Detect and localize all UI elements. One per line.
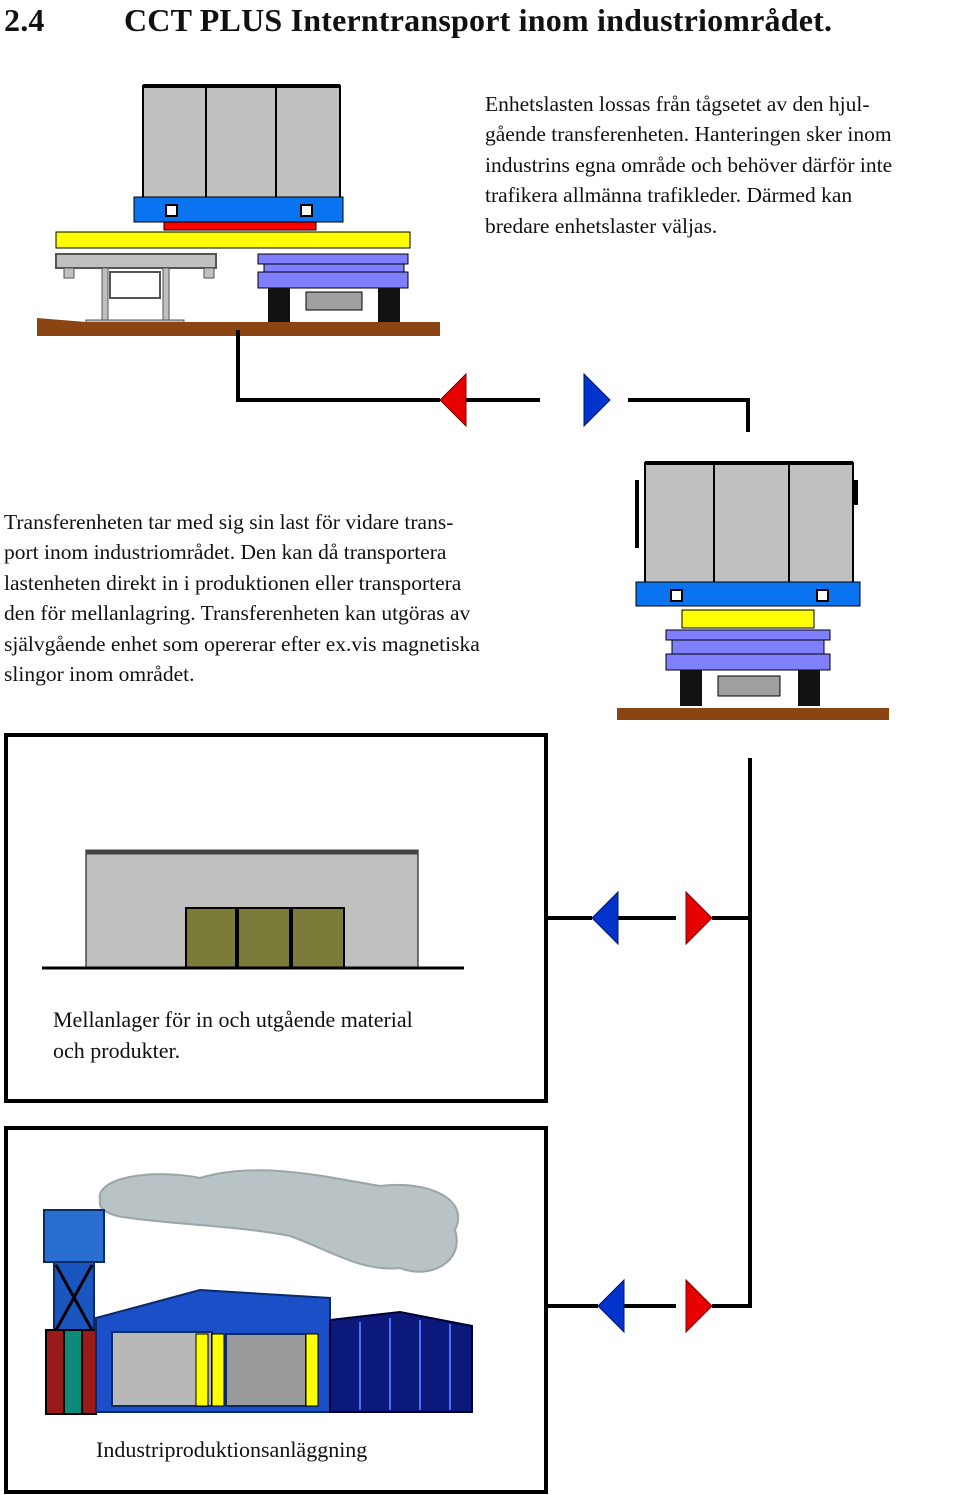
warehouse-label: Mellanlager för in och utgående material…	[53, 1007, 413, 1063]
arrow-left-blue-icon	[597, 1278, 625, 1334]
page-title: 2.4 CCT PLUS Interntransport inom industr…	[4, 2, 832, 39]
arrow-left-red-icon	[439, 372, 467, 428]
arrow-right-red-icon	[685, 1278, 713, 1334]
industry-label: Industriproduktionsanläggning	[96, 1437, 368, 1462]
smoke-cloud	[98, 1169, 460, 1273]
track-line-top	[236, 330, 440, 402]
section-title: CCT PLUS Interntransport inom industriom…	[124, 2, 833, 38]
ground-right	[617, 708, 889, 720]
intro-paragraph: Enhetslasten lossas från tågsetet av den…	[485, 92, 893, 238]
red-bar	[163, 221, 317, 231]
ground-top	[37, 318, 440, 336]
transfer-paragraph: Transferenheten tar med sig sin last för…	[4, 510, 480, 687]
transfer-chassis	[257, 253, 409, 322]
section-number: 2.4	[4, 2, 45, 38]
yellow-beam	[55, 231, 411, 249]
arrow-right-red-icon	[685, 890, 713, 946]
arrow-left-blue-icon	[591, 890, 619, 946]
arrow-right-blue-icon	[583, 372, 611, 428]
